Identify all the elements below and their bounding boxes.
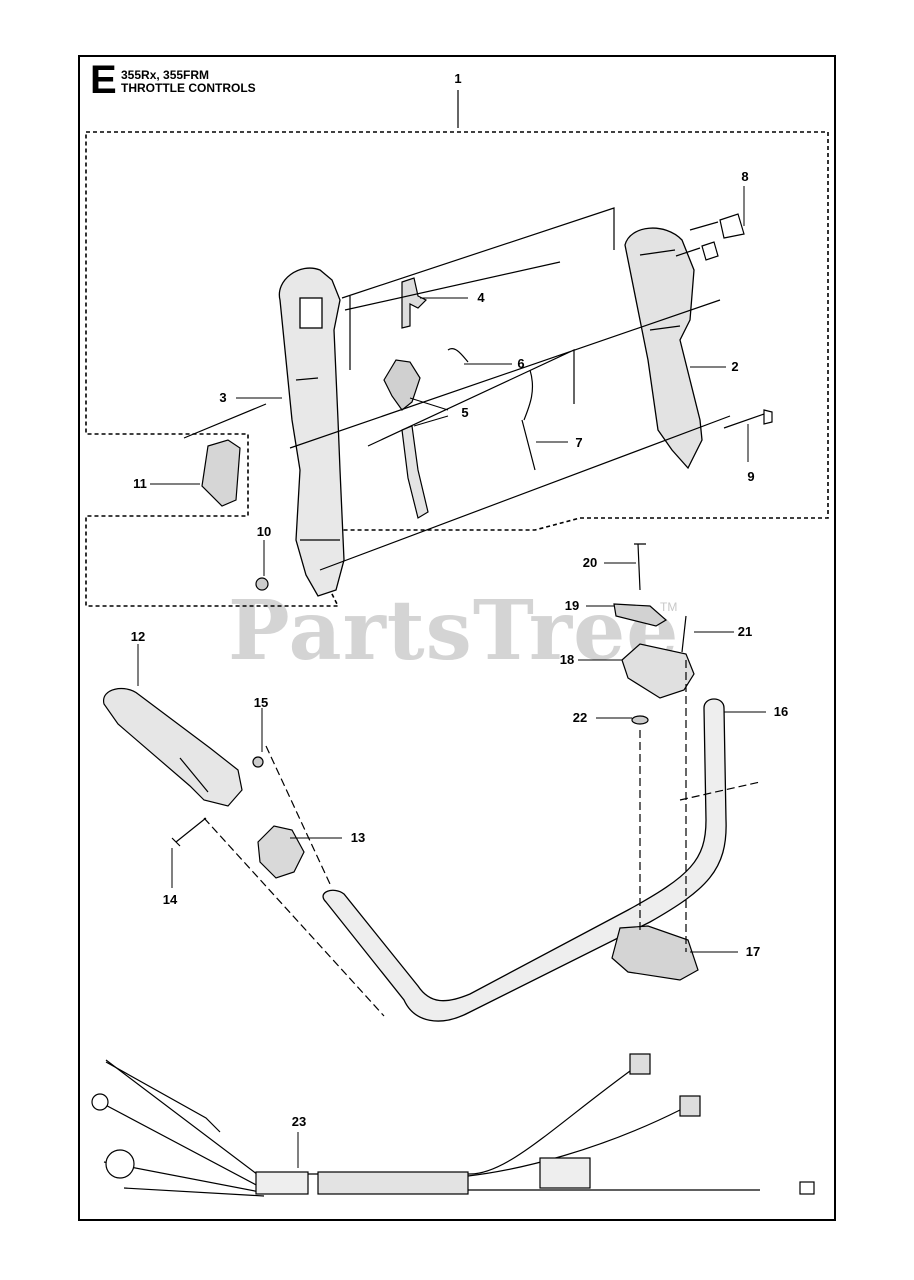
- watermark: PartsTree: [228, 583, 680, 679]
- spring-part-6: [447, 348, 469, 363]
- callout-7: 7: [575, 435, 583, 450]
- callout-2: 2: [731, 359, 739, 374]
- lever-part-5b: [401, 425, 429, 519]
- callout-18: 18: [559, 652, 575, 667]
- screw-part-21: [681, 615, 687, 653]
- wire-part-7: [521, 369, 536, 471]
- callout-4: 4: [477, 290, 485, 305]
- drawing-frame: [78, 55, 836, 1221]
- section-title: THROTTLE CONTROLS: [121, 81, 256, 95]
- switch-part-11: [201, 439, 241, 507]
- screw-part-14: [171, 817, 207, 847]
- lever-part-5a: [383, 359, 421, 411]
- callout-3: 3: [219, 390, 227, 405]
- callout-leaders: [137, 186, 766, 1168]
- grip-part-12: [103, 687, 243, 807]
- callout-20: 20: [582, 555, 598, 570]
- callout-22: 22: [572, 710, 588, 725]
- callout-23: 23: [291, 1114, 307, 1129]
- plate-part-19: [613, 603, 668, 627]
- callout-16: 16: [773, 704, 789, 719]
- callout-1: 1: [454, 71, 462, 86]
- callout-17: 17: [745, 944, 761, 959]
- callout-5: 5: [461, 405, 469, 420]
- screw-part-20: [634, 543, 646, 591]
- callout-19: 19: [564, 598, 580, 613]
- screw-part-8b: [675, 241, 719, 261]
- callout-8: 8: [741, 169, 749, 184]
- callout-6: 6: [517, 356, 525, 371]
- clamp-part-18: [621, 643, 695, 699]
- washer-part-22: [631, 715, 649, 725]
- handle-part-3: [278, 267, 345, 597]
- section-letter: E: [90, 58, 117, 102]
- nut-part-10: [255, 577, 269, 591]
- callout-11: 11: [133, 476, 147, 491]
- callout-12: 12: [130, 629, 146, 644]
- handlebar-part-16: [322, 698, 727, 1022]
- model-numbers: 355Rx, 355FRM: [121, 68, 210, 82]
- watermark-trademark: TM: [660, 600, 678, 614]
- screw-part-8a: [689, 213, 745, 239]
- callout-13: 13: [350, 830, 366, 845]
- callout-10: 10: [256, 524, 272, 539]
- wiring-harness-part-23: [91, 1053, 815, 1197]
- handle-part-2: [624, 227, 703, 470]
- screw-part-9: [723, 409, 773, 429]
- trigger-part-4: [401, 277, 428, 329]
- assembly-lines: [183, 207, 731, 571]
- assembly-lines-lower: [203, 660, 761, 1017]
- callout-14: 14: [162, 892, 178, 907]
- callout-9: 9: [747, 469, 755, 484]
- nut-part-15: [252, 756, 264, 768]
- callout-15: 15: [253, 695, 269, 710]
- assembly-group-outline: [85, 131, 829, 607]
- callout-21: 21: [737, 624, 753, 639]
- clamp-part-13: [257, 825, 305, 879]
- bracket-part-17: [611, 925, 699, 981]
